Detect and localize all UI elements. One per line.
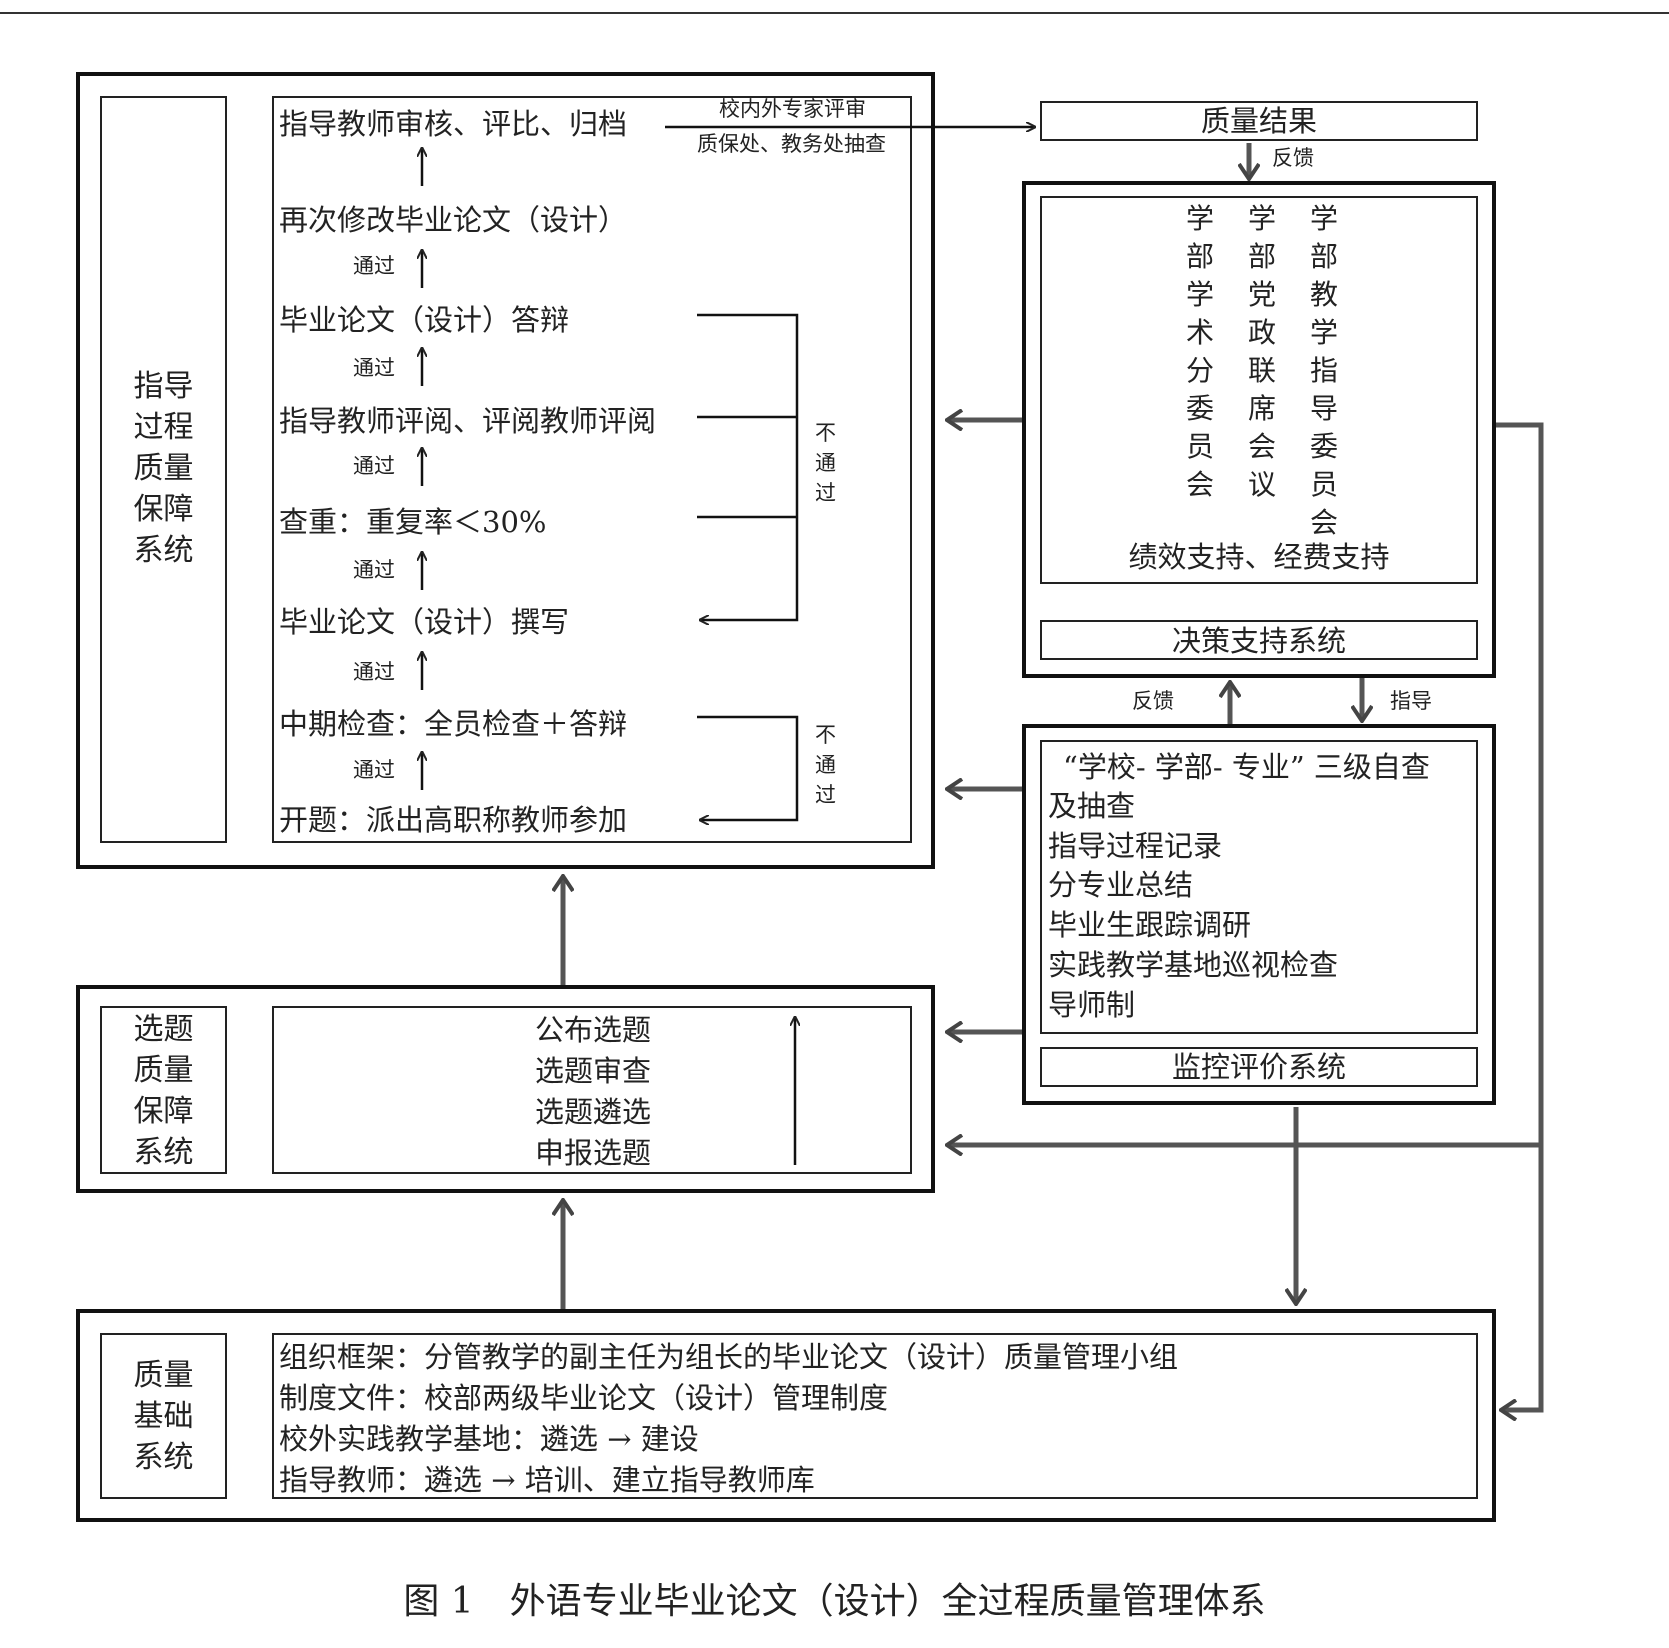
committee-academic: 学 部 学 术 分 委 员 会 <box>1185 202 1214 501</box>
topic-step-review: 选题审查 <box>534 1054 651 1088</box>
step-review: 指导教师评阅、评阅教师评阅 <box>279 404 657 438</box>
fail-loop-upper <box>697 313 799 620</box>
pass-label: 通过 <box>353 254 395 278</box>
fail-label-lower: 不 通 过 <box>815 723 836 807</box>
top-rule <box>0 12 1669 14</box>
quality-result-box <box>1040 101 1478 141</box>
topic-system-box <box>76 985 935 1193</box>
guide-system-label-box <box>100 96 227 843</box>
topic-system-label-box <box>100 1006 227 1174</box>
monitor-item-5: 毕业生跟踪调研 <box>1048 908 1252 942</box>
review-note-audit: 质保处、教务处抽查 <box>697 132 886 156</box>
system-arrows <box>563 143 1544 1410</box>
foundation-label: 质量 基础 系统 <box>133 1358 194 1475</box>
monitor-item-3: 指导过程记录 <box>1048 829 1223 863</box>
fail-label-upper: 不 通 过 <box>815 421 836 505</box>
topic-step-apply: 申报选题 <box>534 1136 651 1170</box>
foundation-item-1: 组织框架：分管教学的副主任为组长的毕业论文（设计）质量管理小组 <box>279 1340 1179 1374</box>
step-plagiarism-check: 查重：重复率＜30% <box>279 505 547 539</box>
step-revise: 再次修改毕业论文（设计） <box>279 203 628 237</box>
pass-label: 通过 <box>353 660 395 684</box>
monitor-title: 监控评价系统 <box>1171 1050 1346 1084</box>
monitor-title-box <box>1040 1047 1478 1087</box>
pass-label: 通过 <box>353 454 395 478</box>
guide-label-mid: 指导 <box>1390 689 1432 713</box>
quality-result-title: 质量结果 <box>1200 104 1317 138</box>
committee-teaching: 学 部 教 学 指 导 委 员 会 <box>1309 202 1338 539</box>
step-proposal: 开题：派出高职称教师参加 <box>279 803 628 837</box>
foundation-item-2: 制度文件：校部两级毕业论文（设计）管理制度 <box>279 1381 889 1415</box>
step-defense: 毕业论文（设计）答辩 <box>279 303 570 337</box>
decision-title: 决策支持系统 <box>1171 624 1346 658</box>
topic-step-publish: 公布选题 <box>534 1013 651 1047</box>
decision-title-box <box>1040 620 1478 660</box>
guide-steps-box <box>272 96 912 843</box>
step-writing: 毕业论文（设计）撰写 <box>279 605 570 639</box>
decision-support-text: 绩效支持、经费支持 <box>1128 540 1390 574</box>
monitor-item-7: 导师制 <box>1048 988 1136 1022</box>
pass-label: 通过 <box>353 356 395 380</box>
monitor-system-box <box>1022 724 1496 1105</box>
decision-committees-box <box>1040 196 1478 584</box>
fail-loop-lower <box>697 715 799 820</box>
guide-system-label: 指导 过程 质量 保障 系统 <box>133 369 194 568</box>
pass-label: 通过 <box>353 558 395 582</box>
monitor-item-6: 实践教学基地巡视检查 <box>1048 948 1339 982</box>
topic-system-label: 选题 质量 保障 系统 <box>133 1012 194 1170</box>
guide-system-box <box>76 72 935 869</box>
review-note-experts: 校内外专家评审 <box>719 97 866 121</box>
foundation-item-4: 指导教师：遴选 → 培训、建立指导教师库 <box>279 1463 815 1497</box>
monitor-item-4: 分专业总结 <box>1048 868 1194 902</box>
monitor-item-2: 及抽查 <box>1048 789 1136 823</box>
topic-step-select: 选题遴选 <box>534 1095 651 1129</box>
feedback-label-mid: 反馈 <box>1132 689 1174 713</box>
foundation-system-box <box>76 1309 1496 1522</box>
decision-system-box <box>1022 181 1496 678</box>
monitor-item-1: “学校- 学部- 专业” 三级自查 <box>1063 750 1430 784</box>
pass-label: 通过 <box>353 758 395 782</box>
topic-steps-box <box>272 1006 912 1174</box>
foundation-label-box <box>100 1333 227 1499</box>
step-midterm-check: 中期检查：全员检查＋答辩 <box>279 707 628 741</box>
feedback-label-top: 反馈 <box>1272 146 1314 170</box>
figure-caption: 图 1 外语专业毕业论文（设计）全过程质量管理体系 <box>403 1581 1266 1622</box>
foundation-item-3: 校外实践教学基地：遴选 → 建设 <box>279 1422 699 1456</box>
monitor-items-box <box>1040 740 1478 1034</box>
step-archive: 指导教师审核、评比、归档 <box>279 107 628 141</box>
foundation-items-box <box>272 1333 1478 1499</box>
committee-party: 学 部 党 政 联 席 会 议 <box>1247 202 1276 501</box>
